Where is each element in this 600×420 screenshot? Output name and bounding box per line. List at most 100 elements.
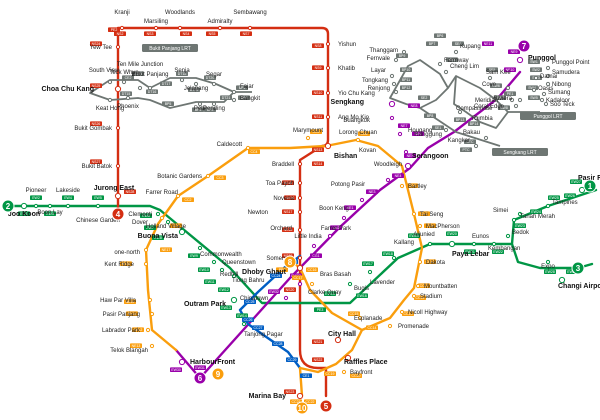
station-node-paya-lebar[interactable] — [448, 240, 456, 248]
station-node-kovan[interactable] — [403, 149, 409, 155]
station-node-bartley[interactable] — [399, 183, 405, 189]
station-node-tampines[interactable] — [545, 203, 551, 209]
station-node-bukit-batok[interactable] — [115, 163, 121, 169]
station-node-bangkit[interactable] — [231, 97, 237, 103]
station-node-nibong[interactable] — [545, 81, 551, 87]
station-node-joo-koon[interactable] — [20, 202, 28, 210]
station-node-tanah-merah[interactable] — [511, 217, 517, 223]
station-node-cove[interactable] — [505, 85, 511, 91]
station-node-kadaloor[interactable] — [539, 97, 545, 103]
station-node-toa-payoh[interactable] — [297, 180, 303, 186]
station-node-promenade[interactable] — [387, 323, 393, 329]
station-node-eunos[interactable] — [471, 241, 477, 247]
station-node-nicoll-highway[interactable] — [399, 309, 405, 315]
station-node-rumbia[interactable] — [473, 115, 479, 121]
station-node-sengkang[interactable] — [388, 100, 396, 108]
station-node-marsiling[interactable] — [153, 25, 159, 31]
station-node-ang-mo-kio[interactable] — [325, 114, 331, 120]
station-node-serangoon[interactable] — [404, 162, 412, 170]
station-node-braddell[interactable] — [297, 161, 303, 167]
station-node-clarke-quay[interactable] — [297, 281, 303, 287]
station-node-expo[interactable] — [545, 259, 551, 265]
station-node-marymount[interactable] — [305, 135, 311, 141]
station-node-boon-lay[interactable] — [47, 203, 53, 209]
station-node-keat-hong[interactable] — [107, 97, 113, 103]
station-node-phoenix[interactable] — [125, 95, 131, 101]
station-node-samudera[interactable] — [545, 73, 551, 79]
station-node-novena[interactable] — [297, 195, 303, 201]
station-node-teck-whye[interactable] — [121, 79, 127, 85]
station-node-mountbatten[interactable] — [415, 283, 421, 289]
station-node-lavender[interactable] — [367, 269, 373, 275]
station-node-queenstown[interactable] — [211, 259, 217, 265]
station-node-pending[interactable] — [211, 101, 217, 107]
station-node-bras-basah[interactable] — [309, 281, 315, 287]
station-node-tiong-bahru[interactable] — [231, 273, 237, 279]
station-node-buona-vista[interactable] — [178, 228, 186, 236]
station-node-pasir-ris[interactable] — [578, 186, 586, 194]
station-node-caldecott[interactable] — [245, 145, 251, 151]
station-node-coral-edge[interactable] — [513, 103, 519, 109]
station-node-pioneer[interactable] — [33, 203, 39, 209]
station-node-lorong-chuan[interactable] — [355, 137, 361, 143]
station-node-chinese-garden[interactable] — [95, 203, 101, 209]
station-node-newton[interactable] — [297, 209, 303, 215]
station-node-stadium[interactable] — [411, 293, 417, 299]
station-node-jurong-east[interactable] — [114, 192, 122, 200]
station-node-layar[interactable] — [389, 73, 395, 79]
station-node-bishan[interactable] — [324, 142, 332, 150]
station-node-damai[interactable] — [533, 75, 539, 81]
station-node-potong-pasir[interactable] — [359, 197, 365, 203]
station-node-somerset[interactable] — [297, 255, 303, 261]
station-node-dover[interactable] — [165, 219, 171, 225]
station-node-khatib[interactable] — [325, 65, 331, 71]
station-node-petir[interactable] — [197, 101, 203, 107]
station-node-fernvale[interactable] — [393, 57, 399, 63]
station-node-chinatown[interactable] — [283, 295, 289, 301]
station-node-marina-bay[interactable] — [296, 392, 304, 400]
station-node-aljunied[interactable] — [427, 241, 433, 247]
station-node-one-north[interactable] — [143, 247, 149, 253]
station-node-kupang[interactable] — [453, 49, 459, 55]
station-node-changi-airport[interactable] — [558, 276, 566, 284]
station-node-bedok[interactable] — [505, 233, 511, 239]
station-node-outram-park[interactable] — [230, 296, 238, 304]
station-node-simei[interactable] — [517, 211, 523, 217]
station-node-little-india[interactable] — [311, 243, 317, 249]
station-node-dakota[interactable] — [417, 259, 423, 265]
station-node-dhoby-ghaut[interactable] — [296, 264, 304, 272]
station-node-esplanade[interactable] — [357, 315, 363, 321]
station-node-holland-village[interactable] — [159, 215, 165, 221]
station-node-redhill[interactable] — [219, 267, 225, 273]
station-node-commonwealth[interactable] — [197, 245, 203, 251]
station-node-segar[interactable] — [211, 81, 217, 87]
station-node-kranji[interactable] — [119, 25, 125, 31]
station-node-cheng-lim[interactable] — [443, 69, 449, 75]
station-node-harbourfront[interactable] — [178, 358, 186, 366]
station-node-haw-par-villa[interactable] — [147, 297, 153, 303]
station-node-kent-ridge[interactable] — [143, 261, 149, 267]
station-node-bukit-panjang[interactable] — [147, 85, 153, 91]
station-node-yio-chu-kang[interactable] — [325, 90, 331, 96]
station-node-renjong[interactable] — [393, 89, 399, 95]
station-node-sumang[interactable] — [541, 91, 547, 97]
station-node-orchard[interactable] — [297, 227, 303, 233]
station-node-ten-mile-junction[interactable] — [137, 85, 143, 91]
station-node-bakau[interactable] — [483, 135, 489, 141]
station-node-soo-teck[interactable] — [543, 101, 549, 107]
station-node-jelapang[interactable] — [193, 81, 199, 87]
station-node-sam-kee[interactable] — [487, 75, 493, 81]
station-node-botanic-gardens[interactable] — [205, 173, 211, 179]
station-node-bayfront[interactable] — [341, 369, 347, 375]
station-node-buangkok[interactable] — [389, 115, 395, 121]
station-node-clementi[interactable] — [155, 211, 161, 217]
station-node-lakeside[interactable] — [65, 203, 71, 209]
station-node-woodleigh[interactable] — [385, 177, 391, 183]
station-node-bukit-gombak[interactable] — [115, 125, 121, 131]
station-node-farrer-road[interactable] — [175, 193, 181, 199]
station-node-riviera[interactable] — [517, 97, 523, 103]
station-node-senja[interactable] — [179, 77, 185, 83]
station-node-choa-chu-kang[interactable] — [114, 85, 122, 93]
station-node-compassvale[interactable] — [457, 109, 463, 115]
station-node-yishun[interactable] — [325, 41, 331, 47]
